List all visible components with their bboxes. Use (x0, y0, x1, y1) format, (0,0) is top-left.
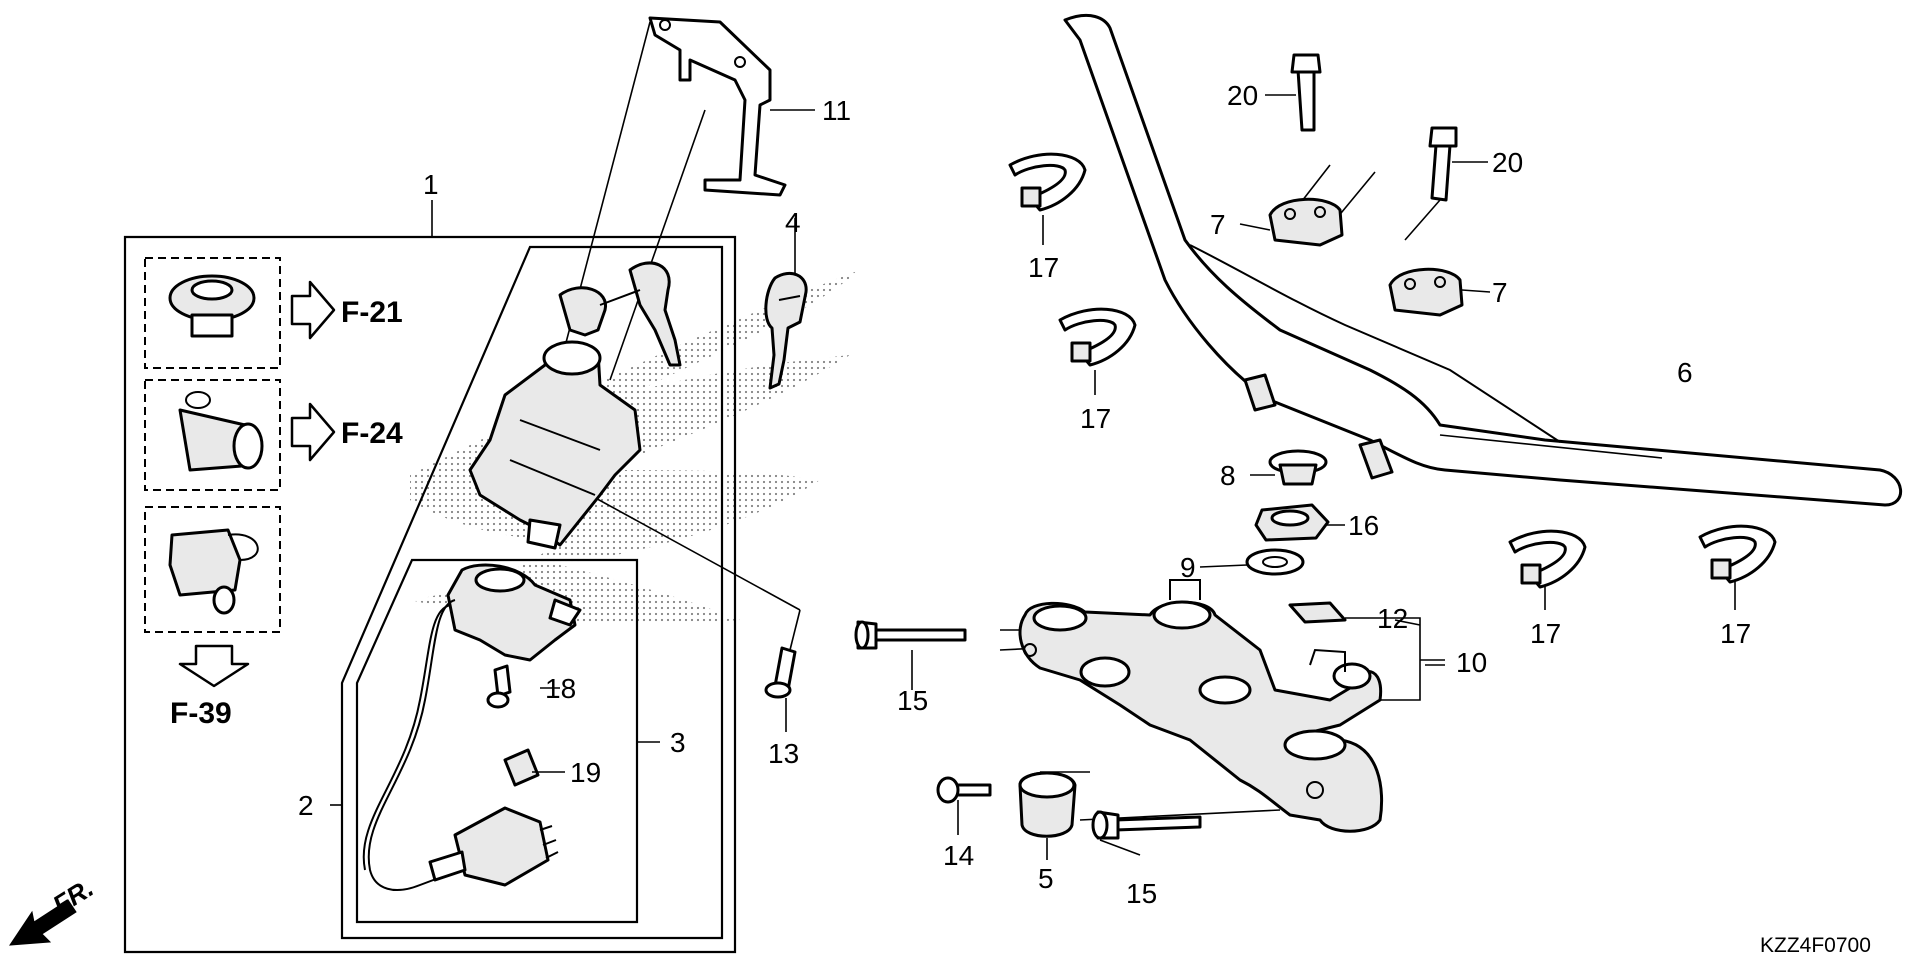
band-clip-icon (1508, 529, 1587, 589)
callout-3: 3 (670, 727, 686, 758)
callout-17: 17 (1080, 403, 1111, 434)
band-clip-icon (1698, 524, 1777, 584)
clip-icon (503, 748, 540, 787)
callout-15: 15 (1126, 878, 1157, 909)
variant-box-f21: F-21 (144, 257, 403, 369)
bolt-icon (1091, 810, 1202, 840)
reference-label[interactable]: F-24 (341, 417, 403, 450)
plate-icon (1288, 601, 1347, 624)
bolt-icon (936, 776, 992, 804)
bolt-icon (854, 620, 967, 650)
callout-15: 15 (897, 685, 928, 716)
callout-17: 17 (1720, 618, 1751, 649)
callout-9: 9 (1180, 552, 1196, 583)
steering-stem-icon (1018, 579, 1384, 833)
callout-6: 6 (1677, 357, 1693, 388)
variant-box-f39: F-39 (144, 506, 281, 730)
handlebar-icon (1063, 14, 1903, 507)
callout-17: 17 (1028, 252, 1059, 283)
band-clip-icon (1058, 307, 1137, 367)
callout-1: 1 (423, 169, 439, 200)
bolt-icon (1290, 53, 1322, 132)
callout-7: 7 (1492, 277, 1508, 308)
reference-arrow-icon (290, 280, 336, 340)
callout-10: 10 (1456, 647, 1487, 678)
screw-icon (486, 664, 512, 709)
band-clip-icon (1008, 152, 1087, 212)
callout-14: 14 (943, 840, 974, 871)
switch-unit-icon (446, 563, 582, 662)
screw-icon (764, 646, 797, 699)
callout-19: 19 (570, 757, 601, 788)
callout-12: 12 (1377, 603, 1408, 634)
ignition-key-icon (558, 261, 682, 367)
callout-2: 2 (298, 790, 314, 821)
bolt-icon (1428, 126, 1458, 202)
callout-17: 17 (1530, 618, 1561, 649)
collar-icon (1018, 771, 1077, 838)
washer-icon (1245, 548, 1305, 576)
callout-labels: 1 2 3 4 5 6 7 7 8 9 10 11 12 13 14 15 15… (298, 80, 1751, 909)
fuel-cap-icon (168, 274, 256, 338)
cap-icon (1268, 449, 1328, 486)
ignition-switch-icon (468, 261, 682, 550)
holder-icon (1388, 267, 1464, 317)
wire-harness-icon (362, 599, 559, 891)
front-direction-arrow-icon (9, 899, 77, 946)
callout-11: 11 (822, 95, 851, 126)
callout-8: 8 (1220, 460, 1236, 491)
callout-7: 7 (1210, 209, 1226, 240)
callout-5: 5 (1038, 863, 1054, 894)
callout-18: 18 (545, 673, 576, 704)
reference-arrow-down-icon (178, 644, 250, 688)
nut-icon (1254, 503, 1330, 542)
kit-frame (123, 200, 737, 954)
callout-16: 16 (1348, 510, 1379, 541)
callout-20: 20 (1492, 147, 1523, 178)
seat-lock-icon (168, 528, 259, 615)
holder-icon (1268, 197, 1344, 247)
callout-13: 13 (768, 738, 799, 769)
callout-4: 4 (785, 207, 801, 238)
callout-20: 20 (1227, 80, 1258, 111)
reference-label[interactable]: F-39 (170, 697, 232, 730)
bracket-icon (648, 16, 787, 197)
reference-label[interactable]: F-21 (341, 296, 403, 329)
drawing-code: KZZ4F0700 (1760, 934, 1871, 957)
callout-leaders (532, 94, 1736, 860)
subassembly-frames (330, 245, 724, 940)
lock-cylinder-icon (178, 391, 264, 472)
variant-box-f24: F-24 (144, 379, 403, 491)
reference-arrow-icon (290, 402, 336, 462)
